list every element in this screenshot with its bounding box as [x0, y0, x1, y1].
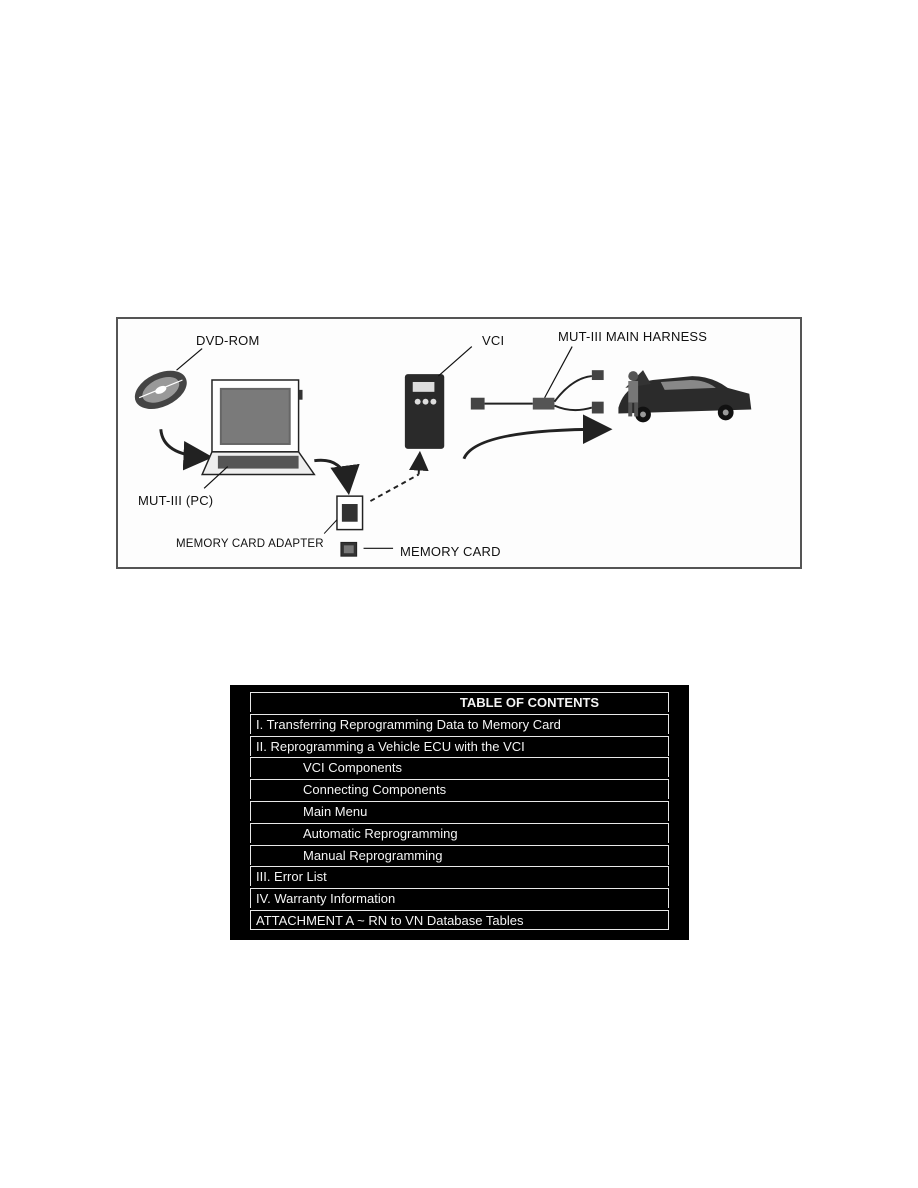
toc-item-connecting-components[interactable]: Connecting Components: [250, 779, 669, 800]
vci-label: VCI: [482, 333, 505, 348]
dvd-leader-line: [176, 348, 203, 371]
toc-item-error-list[interactable]: III. Error List: [250, 866, 669, 887]
card-adapter-label: MEMORY CARD ADAPTER: [176, 538, 324, 550]
arrow-pc-to-adapter: [314, 458, 360, 496]
adapter-leader-line: [323, 519, 338, 534]
arrow-vci-to-vehicle: [462, 414, 613, 460]
toc-item-main-menu[interactable]: Main Menu: [250, 800, 669, 821]
dashed-line-to-vci: [369, 473, 420, 502]
main-harness-cable-icon: [470, 370, 604, 414]
toc-item-vci-components[interactable]: VCI Components: [250, 757, 669, 778]
toc-item-reprogramming-ecu[interactable]: II. Reprogramming a Vehicle ECU with the…: [250, 735, 669, 756]
pc-leader-line: [203, 466, 229, 489]
toc-item-warranty-information[interactable]: IV. Warranty Information: [250, 888, 669, 909]
memory-card-label: MEMORY CARD: [400, 544, 501, 559]
arrow-disc-to-pc: [159, 429, 213, 471]
pc-label: MUT-III (PC): [138, 493, 214, 508]
reprogramming-system-diagram: DVD-ROM VCI MUT-III MAIN HARNESS MUT-III…: [116, 317, 802, 569]
toc-item-manual-reprogramming[interactable]: Manual Reprogramming: [250, 844, 669, 865]
dvd-rom-label: DVD-ROM: [196, 333, 260, 348]
toc-item-attachment-a[interactable]: ATTACHMENT A ~ RN to VN Database Tables: [250, 909, 669, 930]
vci-leader-line: [437, 346, 473, 377]
memory-card-icon: [340, 541, 358, 557]
toc-item-automatic-reprogramming[interactable]: Automatic Reprogramming: [250, 822, 669, 843]
vci-unit-icon: [404, 374, 445, 449]
harness-leader-line: [544, 346, 573, 399]
toc-item-transferring-data[interactable]: I. Transferring Reprogramming Data to Me…: [250, 713, 669, 734]
arrow-into-vci: [409, 450, 429, 475]
main-harness-label: MUT-III MAIN HARNESS: [558, 329, 708, 344]
toc-title: TABLE OF CONTENTS: [250, 692, 669, 712]
vehicle-car-icon: [618, 370, 752, 423]
laptop-pc-icon: [201, 379, 316, 476]
diagram-artwork: [134, 346, 752, 557]
dvd-rom-disc-icon: [134, 370, 187, 409]
memory-card-adapter-icon: [336, 495, 364, 531]
table-of-contents: TABLE OF CONTENTS I. Transferring Reprog…: [230, 685, 689, 940]
